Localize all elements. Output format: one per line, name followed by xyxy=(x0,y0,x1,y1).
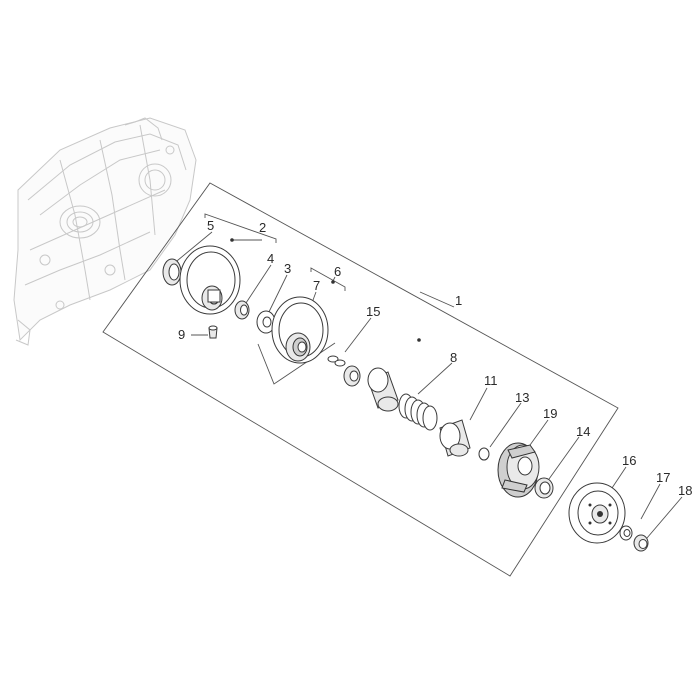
crankcase-ghost xyxy=(13,117,197,346)
part-15-o-rings xyxy=(327,355,346,367)
part-7-movable-half-pulley xyxy=(271,280,335,364)
callout-8: 8 xyxy=(450,350,457,365)
callout-2: 2 xyxy=(259,220,266,235)
callout-4: 4 xyxy=(267,251,274,266)
part-8-spring xyxy=(398,393,438,431)
part-18-nut xyxy=(633,534,649,552)
callout-15: 15 xyxy=(366,304,380,319)
callout-19: 19 xyxy=(543,406,557,421)
callout-11: 11 xyxy=(484,373,498,388)
bracket-group-2 xyxy=(204,213,277,243)
callout-5: 5 xyxy=(207,218,214,233)
part-16-clutch-bell xyxy=(568,482,626,544)
callout-7: 7 xyxy=(313,278,320,293)
callout-3: 3 xyxy=(284,261,291,276)
part-8-sleeve xyxy=(367,338,421,412)
callout-labels: 1 2 3 4 5 6 7 8 9 11 13 14 15 16 17 18 1… xyxy=(178,218,692,498)
part-19-clutch xyxy=(497,442,540,498)
callout-6: 6 xyxy=(334,264,341,279)
callout-1: 1 xyxy=(455,293,462,308)
part-4-bearing xyxy=(234,300,250,320)
part-14-nut xyxy=(534,477,554,499)
part-2-fixed-half-pulley xyxy=(179,238,241,315)
callout-13: 13 xyxy=(515,390,529,405)
part-9-pin xyxy=(208,325,218,339)
part-5-oil-seal xyxy=(162,258,182,286)
part-13-circlip xyxy=(478,447,490,461)
part-11-spring-cup xyxy=(439,419,471,457)
part-17-washer xyxy=(619,525,633,541)
callout-17: 17 xyxy=(656,470,670,485)
callout-18: 18 xyxy=(678,483,692,498)
bracket-group-6 xyxy=(310,267,346,291)
callout-16: 16 xyxy=(622,453,636,468)
callout-9: 9 xyxy=(178,327,185,342)
part-15-bearing xyxy=(343,365,361,387)
assembly-frame xyxy=(102,182,619,577)
callout-14: 14 xyxy=(576,424,590,439)
